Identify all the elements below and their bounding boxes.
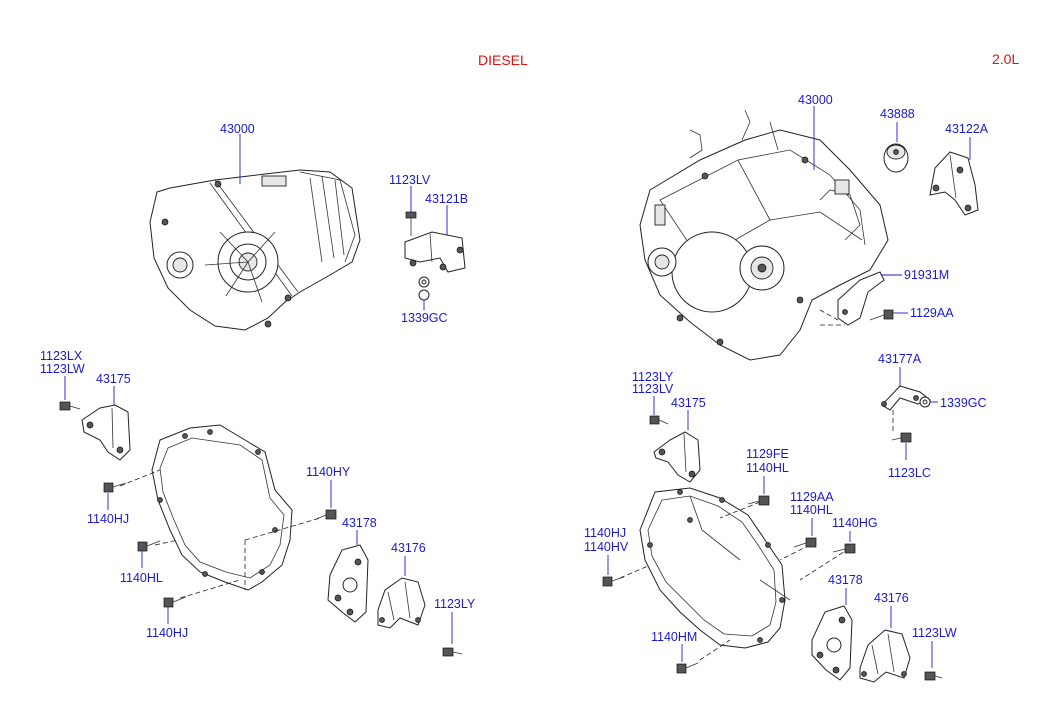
part-label-1123LV-2.0L: 1123LV [632, 382, 674, 396]
bolt-1140HJ-a [103, 482, 127, 493]
bolt-1140HJ-2.0L [602, 576, 625, 587]
part-label-1140HY: 1140HY [306, 465, 351, 479]
bolt-1123LY [442, 647, 463, 657]
bolt-1123LW-2.0L [924, 671, 943, 681]
bolt-1129FE [747, 495, 770, 506]
part-label-1129AA-a: 1129AA [910, 306, 954, 320]
bracket-43122A [929, 151, 979, 216]
part-label-1123LV: 1123LV [389, 173, 431, 187]
part-label-43121B: 43121B [425, 192, 468, 206]
part-label-1140HG: 1140HG [832, 516, 878, 530]
bracket-43176-diesel [377, 577, 426, 629]
part-label-1123LY: 1123LY [434, 597, 476, 611]
part-label-43175: 43175 [96, 372, 131, 386]
part-label-1140HJ-b: 1140HJ [146, 626, 188, 640]
bracket-43121B [404, 231, 466, 273]
part-label-1123LC: 1123LC [888, 466, 931, 480]
nut-1339GC-2.0L [919, 396, 931, 408]
bolt-1140HY [313, 509, 337, 521]
bolt-1123LV [405, 211, 417, 236]
part-label-1140HM: 1140HM [651, 630, 697, 644]
bracket-43176-2.0L [859, 629, 911, 683]
bracket-91931M [837, 271, 885, 326]
part-label-1140HJ-2.0L: 1140HJ [584, 526, 626, 540]
part-label-43177A: 43177A [878, 352, 922, 366]
part-label-43178: 43178 [342, 516, 377, 530]
mount-43888 [883, 143, 909, 173]
part-label-1140HV: 1140HV [584, 540, 629, 554]
bolt-1140HJ-b [163, 596, 187, 608]
part-label-43122A: 43122A [945, 122, 989, 136]
clutch-housing-diesel [151, 424, 293, 591]
part-label-1123LX: 1123LX [40, 349, 83, 363]
bracket-43175-2.0L [653, 431, 701, 483]
part-label-1339GC: 1339GC [401, 311, 448, 325]
part-label-43175-2.0L: 43175 [671, 396, 706, 410]
clutch-housing-2.0L [639, 487, 791, 649]
part-label-43178-2.0L: 43178 [828, 573, 863, 587]
nut-1339GC [418, 276, 430, 301]
assembly-line [619, 501, 851, 661]
transmission-assembly-diesel [149, 169, 361, 331]
bolt-1129AA-a [869, 309, 894, 321]
section-title-engine: 2.0L [992, 51, 1019, 67]
part-label-1129AA-b: 1129AA [790, 490, 834, 504]
part-label-1140HL-b: 1140HL [790, 503, 833, 517]
part-label-43000: 43000 [220, 122, 255, 136]
transmission-assembly-2.0L [639, 109, 889, 361]
bolt-1140HM [676, 662, 699, 674]
bolt-1129AA-b [793, 537, 817, 548]
bolt-1123LX [59, 401, 81, 411]
bolt-1123LY-2.0L [649, 415, 669, 425]
bracket-43178-diesel [327, 544, 369, 623]
part-label-1129FE: 1129FE [746, 447, 789, 461]
part-label-1140HL: 1140HL [120, 571, 163, 585]
assembly-line [819, 309, 845, 326]
part-label-43000-2.0L: 43000 [798, 93, 833, 107]
part-label-91931M: 91931M [904, 268, 949, 282]
bolt-1123LC [891, 432, 912, 443]
part-label-1140HL-a: 1140HL [746, 461, 789, 475]
part-label-1123LW: 1123LW [40, 362, 85, 376]
bolt-1140HL [137, 540, 161, 552]
section-title-diesel: DIESEL [478, 52, 528, 68]
part-label-43176: 43176 [391, 541, 426, 555]
part-label-1339GC-2.0L: 1339GC [940, 396, 987, 410]
bracket-43175 [81, 404, 131, 461]
part-label-43176-2.0L: 43176 [874, 591, 909, 605]
part-label-1140HJ-a: 1140HJ [87, 512, 129, 526]
part-label-1123LY-2.0L: 1123LY [632, 370, 674, 384]
part-label-43888: 43888 [880, 107, 915, 121]
part-label-1123LW-2.0L: 1123LW [912, 626, 957, 640]
bolt-1140HG [832, 543, 856, 554]
assembly-line [119, 469, 321, 599]
bracket-43178-2.0L [811, 605, 853, 681]
